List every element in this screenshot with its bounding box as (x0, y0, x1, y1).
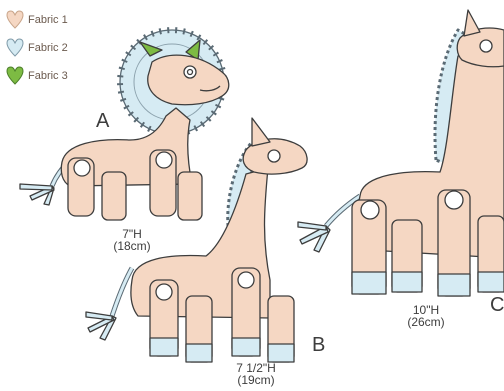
lion-leg (178, 172, 202, 220)
giraffe-hoof (232, 338, 260, 356)
toy-letter-a: A (96, 110, 109, 133)
size-label-b: 7 1/2"H (19cm) (218, 362, 294, 386)
giraffe-tail (86, 268, 132, 340)
size-label-c: 10"H (26cm) (398, 304, 454, 328)
height-cm: (18cm) (102, 240, 162, 252)
giraffe-hoof (478, 272, 504, 292)
giraffe-ear (252, 118, 270, 146)
giraffe-hoof (392, 272, 422, 292)
giraffe-tail (298, 196, 360, 252)
giraffe-eye (480, 40, 492, 52)
lion-joint (156, 152, 172, 168)
giraffe-joint (238, 272, 254, 288)
lion-leg (102, 172, 126, 220)
giraffe-hoof (268, 344, 294, 362)
giraffe-eye (268, 150, 280, 162)
giraffe-joint (156, 284, 172, 300)
giraffe-hoof (438, 274, 470, 296)
giraffe-joint (445, 191, 463, 209)
toy-letter-b: B (312, 334, 325, 357)
height-cm: (26cm) (398, 316, 454, 328)
giraffe-joint (361, 201, 379, 219)
giraffe-ear (464, 10, 480, 36)
lion-toy (20, 30, 229, 220)
giraffe-hoof (150, 338, 178, 356)
height-cm: (19cm) (218, 374, 294, 386)
giraffe-hoof (352, 272, 386, 294)
size-label-a: 7"H (18cm) (102, 228, 162, 252)
lion-joint (74, 160, 90, 176)
giraffe-toy-large (298, 10, 504, 296)
giraffe-hoof (186, 344, 212, 362)
toy-letter-c: C (490, 294, 504, 317)
